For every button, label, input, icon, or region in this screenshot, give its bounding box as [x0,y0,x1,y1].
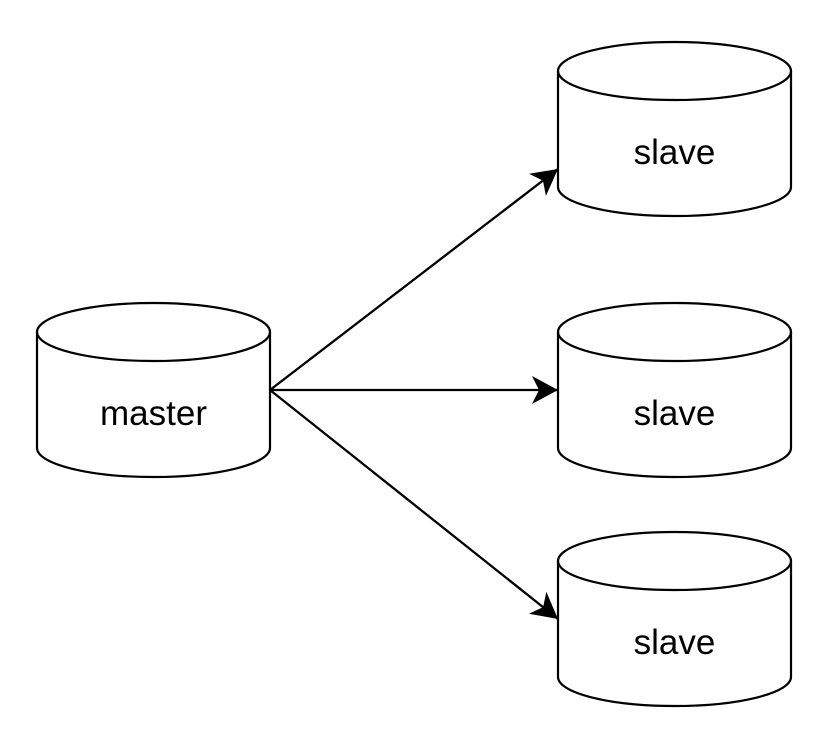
node-master: master [35,301,272,479]
node-label-master: master [100,394,207,433]
edge-master-to-slave-1 [269,168,559,391]
node-slave-2: slave [556,301,793,479]
cylinder-shape [556,530,793,708]
node-slave-1: slave [556,40,793,218]
node-label-slave-1: slave [634,133,716,172]
arrow-line [269,168,559,391]
node-label-slave-2: slave [634,394,716,433]
cylinder-shape [556,301,793,479]
edge-master-to-slave-3 [269,389,559,620]
node-label-slave-3: slave [634,623,716,662]
cylinder-top-edge [556,70,793,102]
arrow-line [269,389,559,620]
cylinder-top-edge [556,331,793,363]
cylinder-shape [556,40,793,218]
cylinder-top-edge [556,560,793,592]
node-slave-3: slave [556,530,793,708]
cylinder-top-edge [35,331,272,363]
cylinder-shape [35,301,272,479]
